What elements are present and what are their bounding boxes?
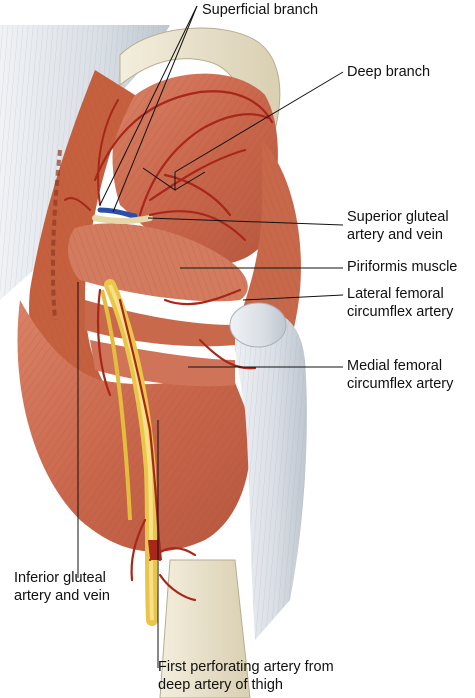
leader-lines bbox=[77, 5, 344, 668]
label-first-perforating-line1: First perforating artery from bbox=[158, 659, 334, 675]
deep-branch-arteries bbox=[93, 90, 274, 242]
perforating-artery-stub bbox=[148, 540, 162, 560]
label-superior-gluteal-line1: Superior gluteal bbox=[347, 209, 449, 225]
label-deep-branch: Deep branch bbox=[347, 64, 431, 80]
superior-gluteal-vein bbox=[97, 207, 138, 219]
posterior-cutaneous-nerve bbox=[100, 289, 132, 521]
inferior-gluteal-arteries bbox=[96, 288, 257, 602]
label-inferior-gluteal-line1: Inferior gluteal bbox=[14, 570, 106, 586]
label-lateral-femoral-line1: Lateral femoral bbox=[347, 286, 444, 302]
label-first-perforating-line2: deep artery of thigh bbox=[158, 677, 283, 693]
greater-trochanter bbox=[229, 302, 287, 348]
superficial-branch-arteries bbox=[64, 99, 119, 211]
label-lateral-femoral-line2: circumflex artery bbox=[347, 304, 454, 320]
superior-gluteal-artery bbox=[92, 215, 153, 224]
label-piriformis-muscle: Piriformis muscle bbox=[347, 259, 458, 275]
label-medial-femoral-line1: Medial femoral bbox=[347, 358, 443, 374]
label-medial-femoral-line2: circumflex artery bbox=[347, 376, 454, 392]
label-superior-gluteal-line2: artery and vein bbox=[347, 227, 443, 243]
label-superficial-branch: Superficial branch bbox=[202, 2, 319, 18]
label-inferior-gluteal-line2: artery and vein bbox=[14, 588, 110, 604]
